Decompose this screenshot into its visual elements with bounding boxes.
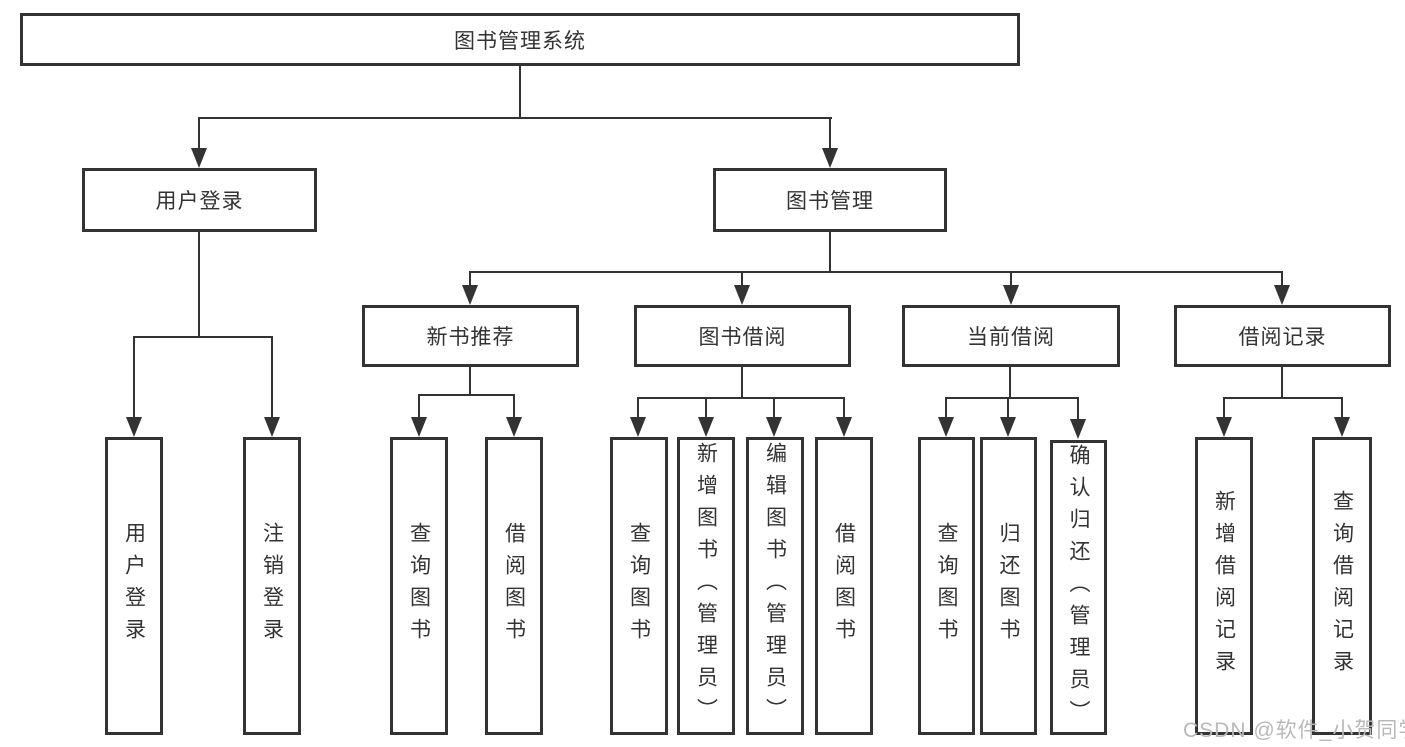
node-current-borrowing: 当前借阅 (902, 305, 1120, 367)
arrowhead-down-icon (698, 417, 714, 437)
arrowhead-down-icon (462, 285, 478, 305)
connector-line (513, 394, 515, 419)
arrowhead-down-icon (1334, 417, 1350, 437)
leaf-add-borrow-record: 新增借阅记录 (1195, 437, 1253, 735)
node-borrowing-records: 借阅记录 (1174, 305, 1391, 367)
connector-line (637, 397, 639, 419)
arrowhead-down-icon (126, 417, 142, 437)
connector-line (705, 397, 707, 419)
arrowhead-down-icon (411, 417, 427, 437)
connector-line (1010, 271, 1012, 287)
leaf-user-login: 用户登录 (105, 437, 163, 735)
arrowhead-down-icon (1003, 285, 1019, 305)
leaf-return-books: 归还图书 (980, 437, 1037, 735)
connector-line (469, 367, 471, 396)
connector-line (519, 66, 521, 119)
leaf-query-books: 查询图书 (918, 437, 975, 735)
node-book-management: 图书管理 (713, 168, 947, 232)
connector-line (741, 271, 743, 287)
leaf-confirm-return-admin: 确认归还（管理员） (1050, 440, 1107, 735)
connector-line (1341, 397, 1343, 419)
connector-line (741, 367, 743, 399)
arrowhead-down-icon (264, 417, 280, 437)
connector-line (829, 232, 831, 273)
arrowhead-down-icon (506, 417, 522, 437)
leaf-query-books: 查询图书 (610, 437, 668, 735)
leaf-query-books: 查询图书 (390, 437, 448, 735)
node-new-book-recommendation: 新书推荐 (362, 305, 579, 367)
arrowhead-down-icon (191, 148, 207, 168)
connector-line (271, 336, 273, 419)
connector-line (1223, 397, 1225, 419)
arrowhead-down-icon (1070, 419, 1086, 439)
leaf-logout: 注销登录 (243, 437, 301, 735)
connector-line (133, 336, 135, 419)
connector-line (843, 397, 845, 419)
connector-line (1009, 367, 1011, 399)
arrowhead-down-icon (1000, 417, 1016, 437)
connector-line (829, 117, 831, 150)
connector-line (133, 336, 273, 338)
arrowhead-down-icon (630, 417, 646, 437)
connector-line (198, 117, 832, 119)
leaf-add-books-admin: 新增图书（管理员） (677, 437, 735, 735)
leaf-borrow-books: 借阅图书 (815, 437, 873, 735)
node-book-borrowing: 图书借阅 (634, 305, 851, 367)
connector-line (418, 394, 420, 419)
csdn-watermark: CSDN @软件_小贺同学 (1183, 719, 1405, 742)
connector-line (1281, 271, 1283, 287)
connector-line (1007, 397, 1009, 419)
leaf-query-borrow-record: 查询借阅记录 (1312, 437, 1372, 735)
node-library-management-system: 图书管理系统 (20, 13, 1020, 66)
arrowhead-down-icon (1216, 417, 1232, 437)
connector-line (418, 394, 515, 396)
connector-line (469, 271, 1283, 273)
connector-line (469, 271, 471, 287)
arrowhead-down-icon (938, 417, 954, 437)
connector-line (945, 397, 947, 419)
arrowhead-down-icon (836, 417, 852, 437)
arrowhead-down-icon (822, 148, 838, 168)
connector-line (1281, 367, 1283, 399)
node-user-login: 用户登录 (82, 168, 317, 232)
leaf-edit-books-admin: 编辑图书（管理员） (746, 437, 804, 735)
connector-line (1223, 397, 1343, 399)
connector-line (198, 232, 200, 338)
connector-line (1077, 397, 1079, 419)
connector-line (773, 397, 775, 419)
connector-line (945, 397, 1079, 399)
arrowhead-down-icon (766, 417, 782, 437)
arrowhead-down-icon (734, 285, 750, 305)
connector-line (637, 397, 845, 399)
arrowhead-down-icon (1274, 285, 1290, 305)
connector-line (198, 117, 200, 150)
leaf-borrow-books: 借阅图书 (485, 437, 543, 735)
